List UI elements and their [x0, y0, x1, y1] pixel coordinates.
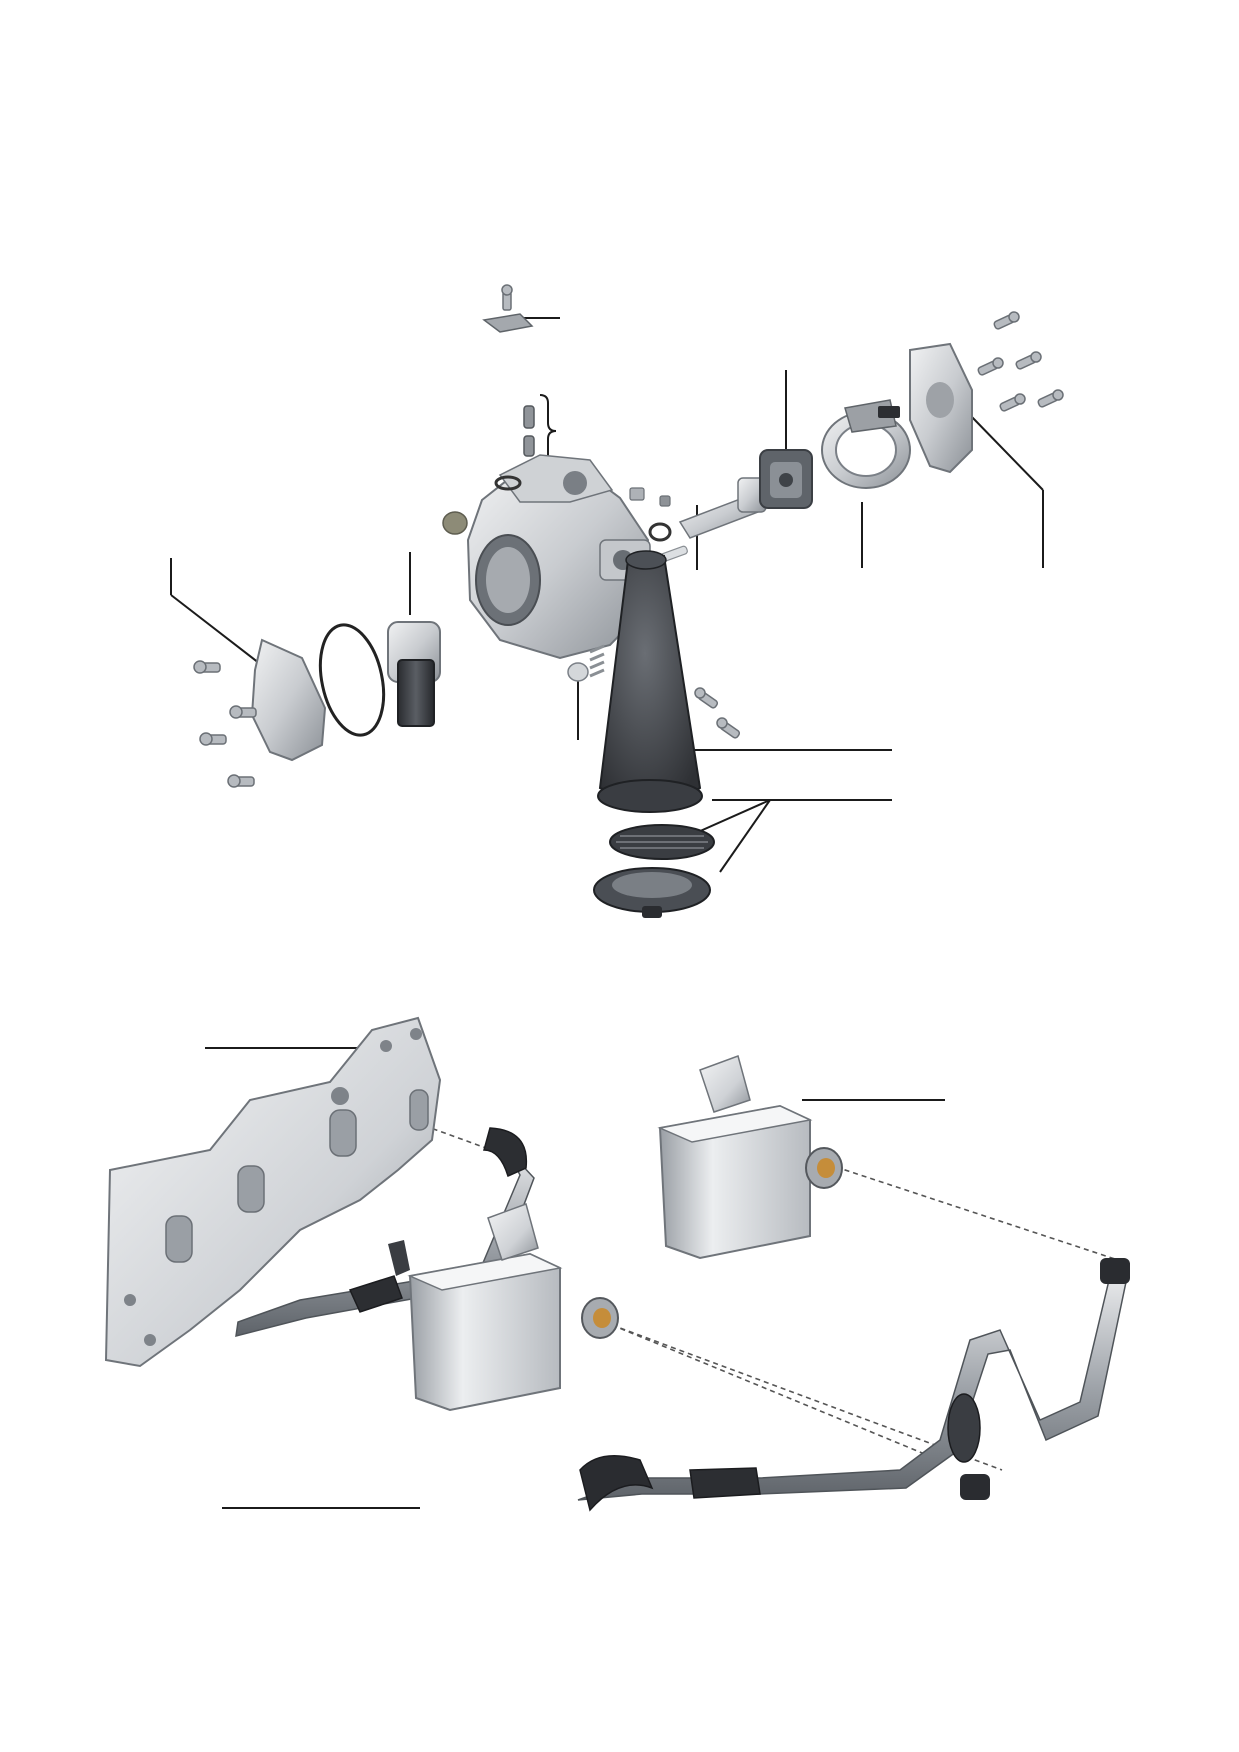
- clamp-bracket: [482, 313, 534, 333]
- stator-ring: [821, 399, 911, 489]
- bushing: [629, 487, 645, 501]
- bushing-2: [659, 495, 671, 507]
- cooler-upper: [657, 1055, 843, 1260]
- cooler-pipe-assembly: [577, 1258, 1130, 1512]
- rotor: [759, 449, 813, 509]
- exploded-view-figure: [0, 240, 1239, 960]
- intake-manifold: [104, 1016, 442, 1368]
- check-valve-parts: [523, 405, 535, 457]
- shaft-seal: [648, 522, 672, 542]
- mesh-filter: [609, 824, 715, 860]
- exploded-view-svg: [170, 284, 1064, 918]
- rear-cover: [909, 342, 973, 474]
- solenoid-valve: [387, 621, 441, 727]
- drive-shaft: [678, 477, 767, 539]
- leader-lines-bottom: [205, 1047, 945, 1509]
- o-ring: [318, 623, 386, 737]
- cover-screws: [193, 660, 257, 788]
- cooler-assembly-svg: [104, 1016, 1130, 1512]
- seal-ring-small: [494, 475, 522, 491]
- valve-cap: [567, 662, 589, 682]
- cover-plate: [250, 638, 327, 762]
- filter-disc: [442, 511, 468, 535]
- rear-cover-screws: [977, 311, 1064, 412]
- top-bolt: [501, 284, 513, 311]
- cooler-lower: [407, 1203, 619, 1412]
- separator-cone: [597, 550, 703, 813]
- diaphragm-cap: [593, 867, 711, 918]
- cone-screws: [694, 687, 741, 739]
- spring: [589, 644, 605, 678]
- pump-housing: [466, 454, 651, 660]
- cooler-assembly-figure: [0, 1000, 1239, 1752]
